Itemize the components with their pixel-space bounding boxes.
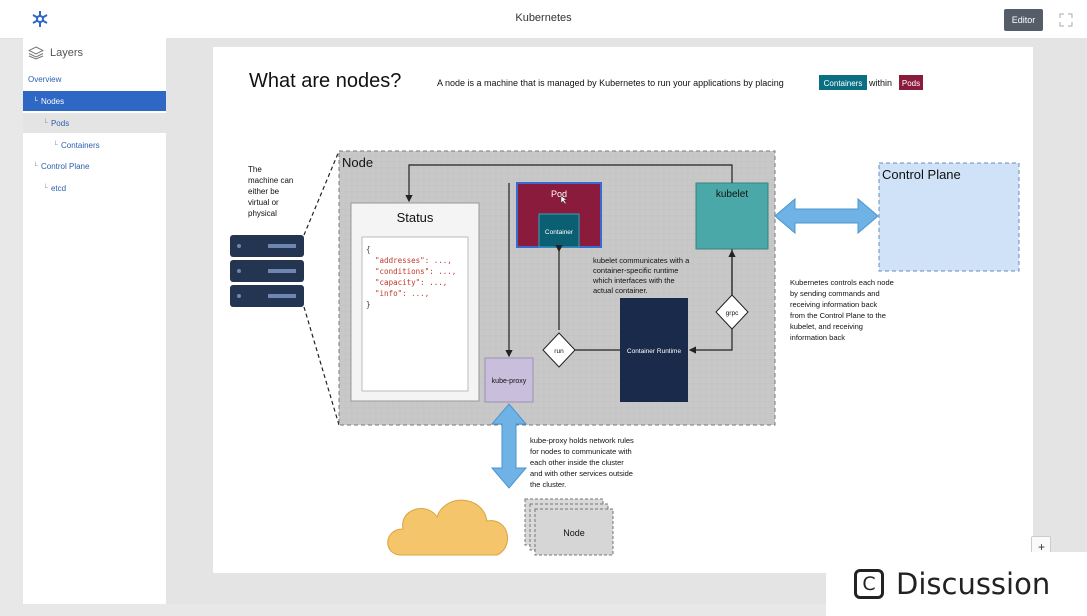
containers-tag-bg (819, 75, 867, 90)
within-text: within (868, 78, 892, 88)
container-label: Container (545, 229, 574, 236)
sidebar-item-containers[interactable]: └Containers (23, 135, 166, 155)
control-plane-label: Control Plane (882, 167, 961, 182)
cp-note-line: by sending commands and (790, 289, 880, 298)
layers-header[interactable]: Layers (28, 41, 83, 65)
cursor-icon (560, 195, 568, 205)
sidebar-item-etcd[interactable]: └etcd (23, 178, 166, 198)
proxy-note-line: and with other services outside (530, 469, 633, 478)
discussion-button[interactable]: C Discussion (826, 552, 1087, 616)
run-diamond (542, 332, 576, 368)
tree-branch-icon: └ (43, 119, 48, 127)
status-code-line: "conditions": ..., (366, 267, 456, 276)
kubelet-box (695, 182, 769, 250)
sidebar-item-label: Overview (28, 74, 62, 84)
status-code-line: { (366, 245, 371, 254)
zoom-lines (303, 150, 340, 426)
diagram: What are nodes? A node is a machine that… (230, 70, 1020, 556)
kubelet-note-line: actual container. (593, 286, 648, 295)
proxy-note-line: for nodes to communicate with (530, 447, 632, 456)
kubelet-note-line: kubelet communicates with a (593, 256, 690, 265)
slide-subtitle: A node is a machine that is managed by K… (437, 78, 784, 88)
cloud-icon (387, 499, 508, 556)
status-code: { "addresses": ..., "conditions": ..., "… (366, 245, 456, 309)
cp-note-line: Kubernetes controls each node (790, 278, 894, 287)
machine-note-line: machine can (248, 176, 293, 185)
layers-label: Layers (50, 47, 84, 59)
sidebar-item-control-plane[interactable]: └Control Plane (23, 156, 166, 176)
sidebar-item-label: etcd (50, 183, 67, 193)
sidebar-item-pods[interactable]: └Pods (23, 113, 166, 133)
kube-proxy-box (484, 357, 534, 403)
kube-proxy-network-arrow (490, 403, 528, 489)
slide-heading: What are nodes? (249, 70, 401, 92)
kube-proxy-label: kube-proxy (492, 378, 527, 385)
kubelet-note: kubelet communicates with a container-sp… (592, 256, 690, 295)
cp-note-line: from the Control Plane to the (790, 311, 886, 320)
sidebar-item-label: Containers (60, 140, 100, 150)
tree-branch-icon: └ (53, 141, 58, 149)
cp-note-line: receiving information back (790, 300, 877, 309)
status-code-line: "capacity": ..., (366, 278, 447, 287)
node-stack-label: Node (563, 528, 585, 538)
container-runtime-box (620, 298, 688, 402)
control-plane-note: Kubernetes controls each node by sending… (790, 278, 894, 342)
tree-branch-icon: └ (33, 162, 38, 170)
editor-button[interactable]: Editor (1004, 9, 1043, 31)
sidebar-item-label: Control Plane (40, 161, 90, 171)
discussion-icon: C (854, 569, 884, 599)
sidebar-item-label: Nodes (40, 96, 65, 106)
top-bar: Kubernetes Editor (0, 0, 1087, 39)
node-label: Node (342, 155, 373, 170)
tree-branch-icon: └ (43, 184, 48, 192)
status-code-line: "addresses": ..., (366, 256, 452, 265)
kubelet-note-line: which interfaces with the (592, 276, 675, 285)
pods-tag-bg (899, 75, 923, 90)
kubelet-label: kubelet (716, 189, 748, 200)
sidebar-item-label: Pods (50, 118, 70, 128)
containers-tag: Containers (824, 79, 863, 88)
proxy-note-line: the cluster. (530, 480, 566, 489)
expand-icon[interactable] (1058, 12, 1074, 28)
machine-note-line: either be (248, 187, 280, 196)
container-runtime-label: Container Runtime (627, 348, 682, 355)
cp-note-line: information back (790, 333, 845, 342)
machine-note-line: virtual or (248, 198, 279, 207)
kubelet-control-plane-arrow (774, 197, 879, 235)
proxy-note-line: kube-proxy holds network rules (530, 436, 634, 445)
machine-note-line: physical (248, 209, 277, 218)
machine-note-line: The (248, 165, 262, 174)
kube-proxy-note: kube-proxy holds network rules for nodes… (530, 436, 634, 489)
connector-lines (405, 164, 736, 358)
run-label: run (554, 348, 564, 355)
node-stack (524, 498, 614, 556)
status-title: Status (397, 210, 434, 225)
app-title: Kubernetes (515, 12, 572, 24)
slide: What are nodes? A node is a machine that… (213, 47, 1033, 573)
grpc-label: grpc (726, 310, 739, 317)
sidebar-item-overview[interactable]: Overview (23, 69, 166, 89)
grpc-diamond (715, 294, 749, 330)
proxy-note-line: each other inside the cluster (530, 458, 624, 467)
container-box (538, 213, 580, 248)
machine-note: The machine can either be virtual or phy… (248, 165, 293, 218)
pods-tag: Pods (902, 79, 920, 88)
pod-label: Pod (551, 189, 567, 199)
cp-note-line: kubelet, and receiving (790, 322, 863, 331)
discussion-label: Discussion (896, 567, 1051, 601)
status-code-line: "info": ..., (366, 289, 429, 298)
tree-branch-icon: └ (33, 97, 38, 105)
control-plane-box (878, 162, 1020, 272)
status-code-line: } (366, 300, 371, 309)
server-stack-icon (230, 235, 304, 307)
sidebar-item-nodes[interactable]: └Nodes (23, 91, 166, 111)
status-code-box (361, 236, 469, 392)
kubernetes-logo-icon[interactable] (30, 9, 50, 29)
layers-sidebar: Layers Overview└Nodes└Pods└Containers└Co… (23, 38, 166, 604)
kubelet-note-line: container-specific runtime (593, 266, 678, 275)
layers-icon (28, 46, 44, 60)
